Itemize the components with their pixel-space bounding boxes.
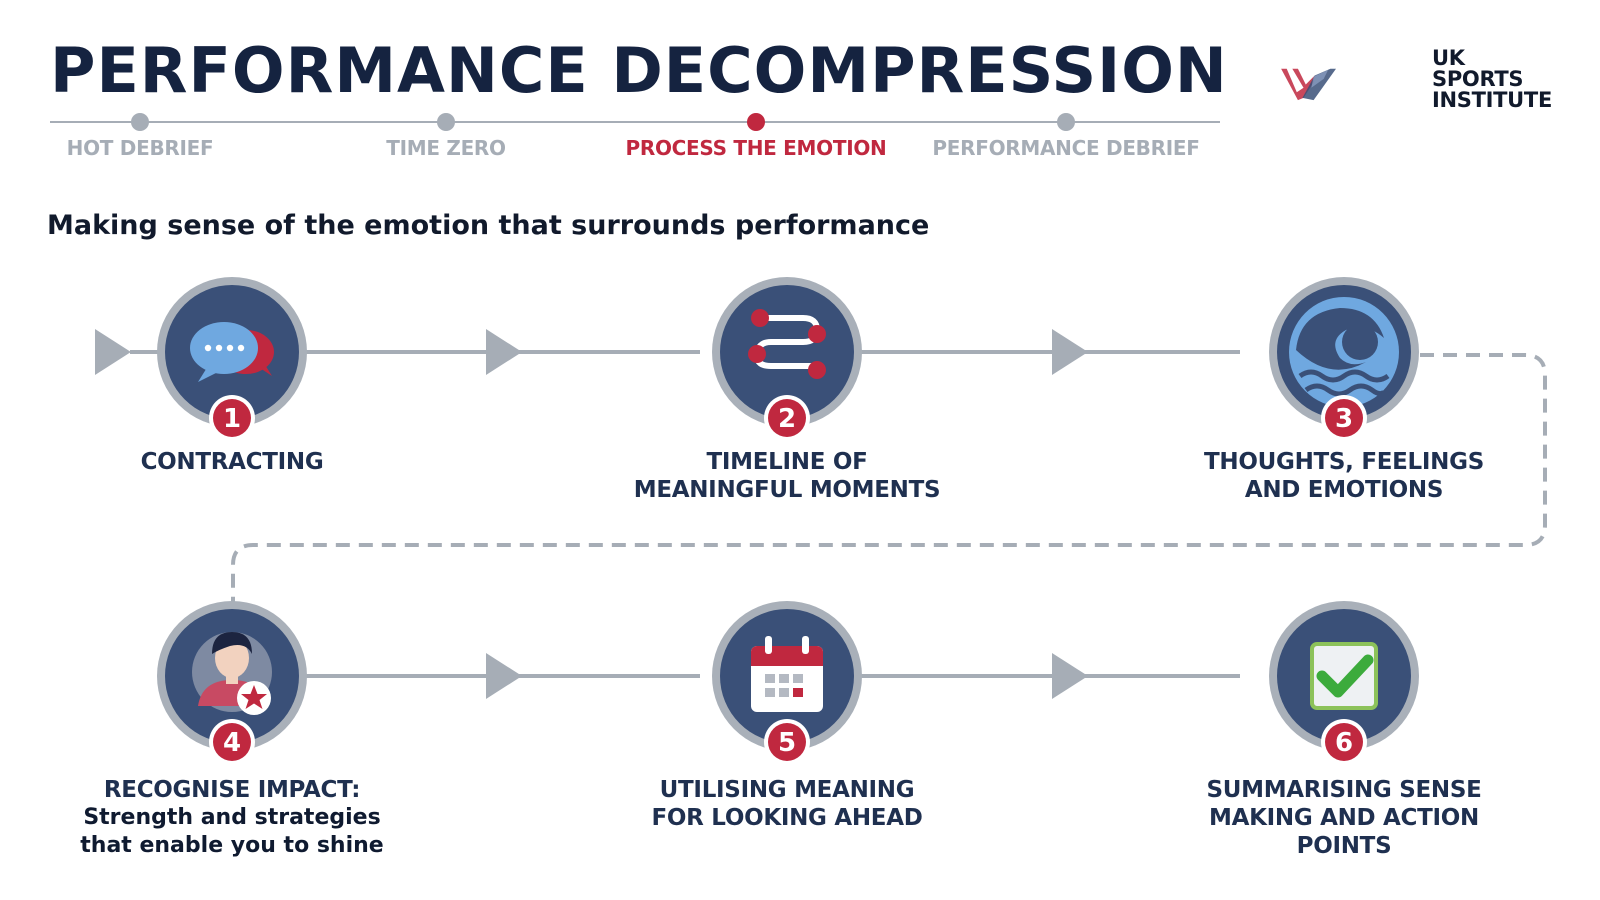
phase-marker: [437, 113, 455, 131]
step-sublabel-line: Strength and strategies: [83, 805, 381, 830]
step-number-badge: [1325, 723, 1363, 761]
page-title: PERFORMANCE DECOMPRESSION: [50, 34, 1228, 107]
step-label-line: TIMELINE OF: [706, 449, 868, 475]
step-label-line: POINTS: [1296, 833, 1392, 859]
step-number: 4: [223, 728, 241, 758]
step-number-badge: [1325, 399, 1363, 437]
checkmark-icon: [1310, 642, 1378, 710]
phase-marker: [747, 113, 765, 131]
step-label-line: MEANINGFUL MOMENTS: [633, 477, 941, 503]
step-number: 5: [778, 728, 796, 758]
page-subtitle: Making sense of the emotion that surroun…: [47, 210, 930, 241]
step-number-badge: [213, 723, 251, 761]
step-number: 3: [1335, 404, 1353, 434]
phase-label: PERFORMANCE DEBRIEF: [932, 136, 1200, 160]
uk-sports-institute-logo: [1281, 68, 1336, 101]
step-number-badge: [768, 399, 806, 437]
step-number-badge: [768, 723, 806, 761]
phase-marker: [1057, 113, 1075, 131]
step-label-line: MAKING AND ACTION: [1209, 805, 1479, 831]
step-label: CONTRACTING: [141, 448, 324, 476]
speech-bubbles-icon: [190, 322, 274, 382]
calendar-icon: [751, 636, 823, 712]
step-sublabel-line: that enable you to shine: [80, 833, 384, 858]
person-star-icon: [192, 632, 272, 715]
phase-label: HOT DEBRIEF: [66, 136, 214, 160]
step-label-line: RECOGNISE IMPACT:: [103, 777, 361, 803]
wave-icon: [1289, 297, 1399, 407]
flow-arrow: [1052, 653, 1088, 699]
logo-text: UK SPORTS INSTITUTE: [1432, 46, 1552, 112]
flow-arrow: [1052, 329, 1088, 375]
step-number: 6: [1335, 728, 1353, 758]
step-label-line: THOUGHTS, FEELINGS: [1204, 449, 1484, 475]
flow-arrow: [486, 653, 522, 699]
step-label: RECOGNISE IMPACT:Strength and strategies…: [80, 776, 383, 860]
step-label-line: AND EMOTIONS: [1244, 477, 1444, 503]
step-label-line: SUMMARISING SENSE: [1206, 777, 1482, 803]
step-label-line: UTILISING MEANING: [659, 777, 915, 803]
flow-arrow: [95, 329, 131, 375]
step-label-line: FOR LOOKING AHEAD: [651, 805, 923, 831]
step-label-line: CONTRACTING: [140, 449, 324, 475]
phase-label: PROCESS THE EMOTION: [625, 136, 887, 160]
timeline-path-icon: [748, 309, 826, 379]
step-number: 2: [778, 404, 796, 434]
step-number: 1: [223, 404, 241, 434]
flow-arrow: [486, 329, 522, 375]
phase-timeline-line: [50, 121, 1220, 123]
phase-label: TIME ZERO: [386, 136, 506, 160]
wrap-connector-dashed: [231, 353, 1547, 606]
step-number-badge: [213, 399, 251, 437]
phase-marker: [131, 113, 149, 131]
